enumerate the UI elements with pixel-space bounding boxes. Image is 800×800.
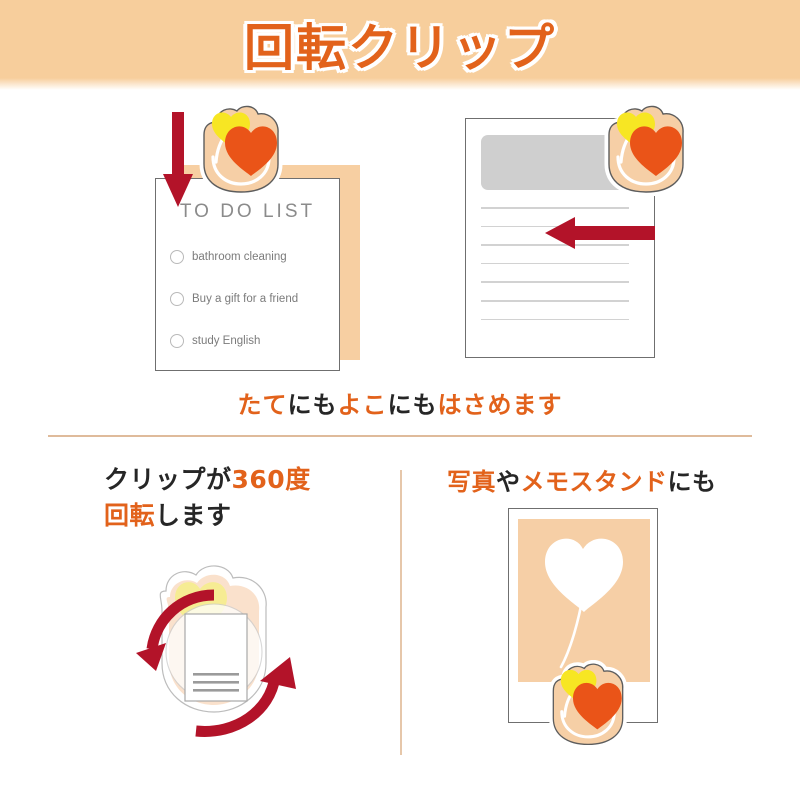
caption-part-tate: たて [237,391,288,419]
heart-clip-icon [549,660,627,749]
orange-heart-icon [225,126,277,176]
document-line [481,281,629,283]
caption-part-yoko: よこ [337,391,388,419]
arrow-down-icon [163,112,193,207]
list-item: bathroom cleaning [170,236,331,278]
checkbox-icon[interactable] [170,250,184,264]
photo-heading-ya: や [496,468,521,496]
caption-part-nimo-2: にも [387,391,438,419]
rotation-heading-line1: クリップが360度 [104,462,404,498]
rotation-heading-rotate: 回転 [104,500,156,530]
horizontal-divider [48,435,752,437]
todo-list-card: TO DO LIST bathroom cleaning Buy a gift … [155,178,340,371]
document-line [481,318,629,321]
list-item: Buy a gift for a friend [170,278,331,320]
document-line [481,207,629,209]
checkbox-icon[interactable] [170,334,184,348]
rotation-heading-line2: 回転します [104,498,404,534]
checkbox-icon[interactable] [170,292,184,306]
top-demo-section: TO DO LIST bathroom cleaning Buy a gift … [0,90,800,420]
rotation-heading-degrees: 360度 [231,465,311,494]
page-title: 回転クリップ [244,19,556,77]
header-banner: 回転クリップ [0,0,800,88]
rotation-heading-suffix: します [155,500,232,530]
photo-stand-illustration [508,508,698,758]
rotation-diagram [136,565,296,737]
caption-horizontal-vertical: たてにもよこにもはさめます [0,385,800,420]
list-item: study English [170,320,331,362]
photo-heading-nimo: にも [667,468,717,496]
todo-item-label: study English [192,335,261,347]
heart-balloon-icon [545,538,623,669]
header-gradient-fade [0,78,800,90]
vertical-divider [400,470,402,755]
orange-heart-icon [573,682,622,730]
todo-list-title: TO DO LIST [179,201,316,222]
caption-part-hasamemasu: はさめます [437,391,563,419]
orange-heart-icon [630,126,682,176]
todo-item-label: Buy a gift for a friend [192,293,299,305]
todo-item-label: bathroom cleaning [192,251,287,263]
rotation-heading: クリップが360度 回転します [104,462,404,533]
photo-heading-photo: 写真 [447,468,496,496]
document-line [481,225,629,228]
document-line [481,262,629,265]
document-text-lines [481,207,629,337]
rotation-heading-clip: クリップが [104,465,232,494]
photo-stand-heading: 写真やメモスタンドにも [447,462,777,497]
arrow-left-icon [545,217,655,249]
document-line [481,299,629,302]
document-line [481,244,629,246]
caption-part-nimo-1: にも [287,391,338,419]
heart-clip-icon [604,102,688,197]
document-header-block [481,135,629,190]
todo-items-list: bathroom cleaning Buy a gift for a frien… [170,236,331,362]
photo-heading-memostand: メモスタンド [520,468,668,496]
heart-clip-icon [199,102,283,197]
